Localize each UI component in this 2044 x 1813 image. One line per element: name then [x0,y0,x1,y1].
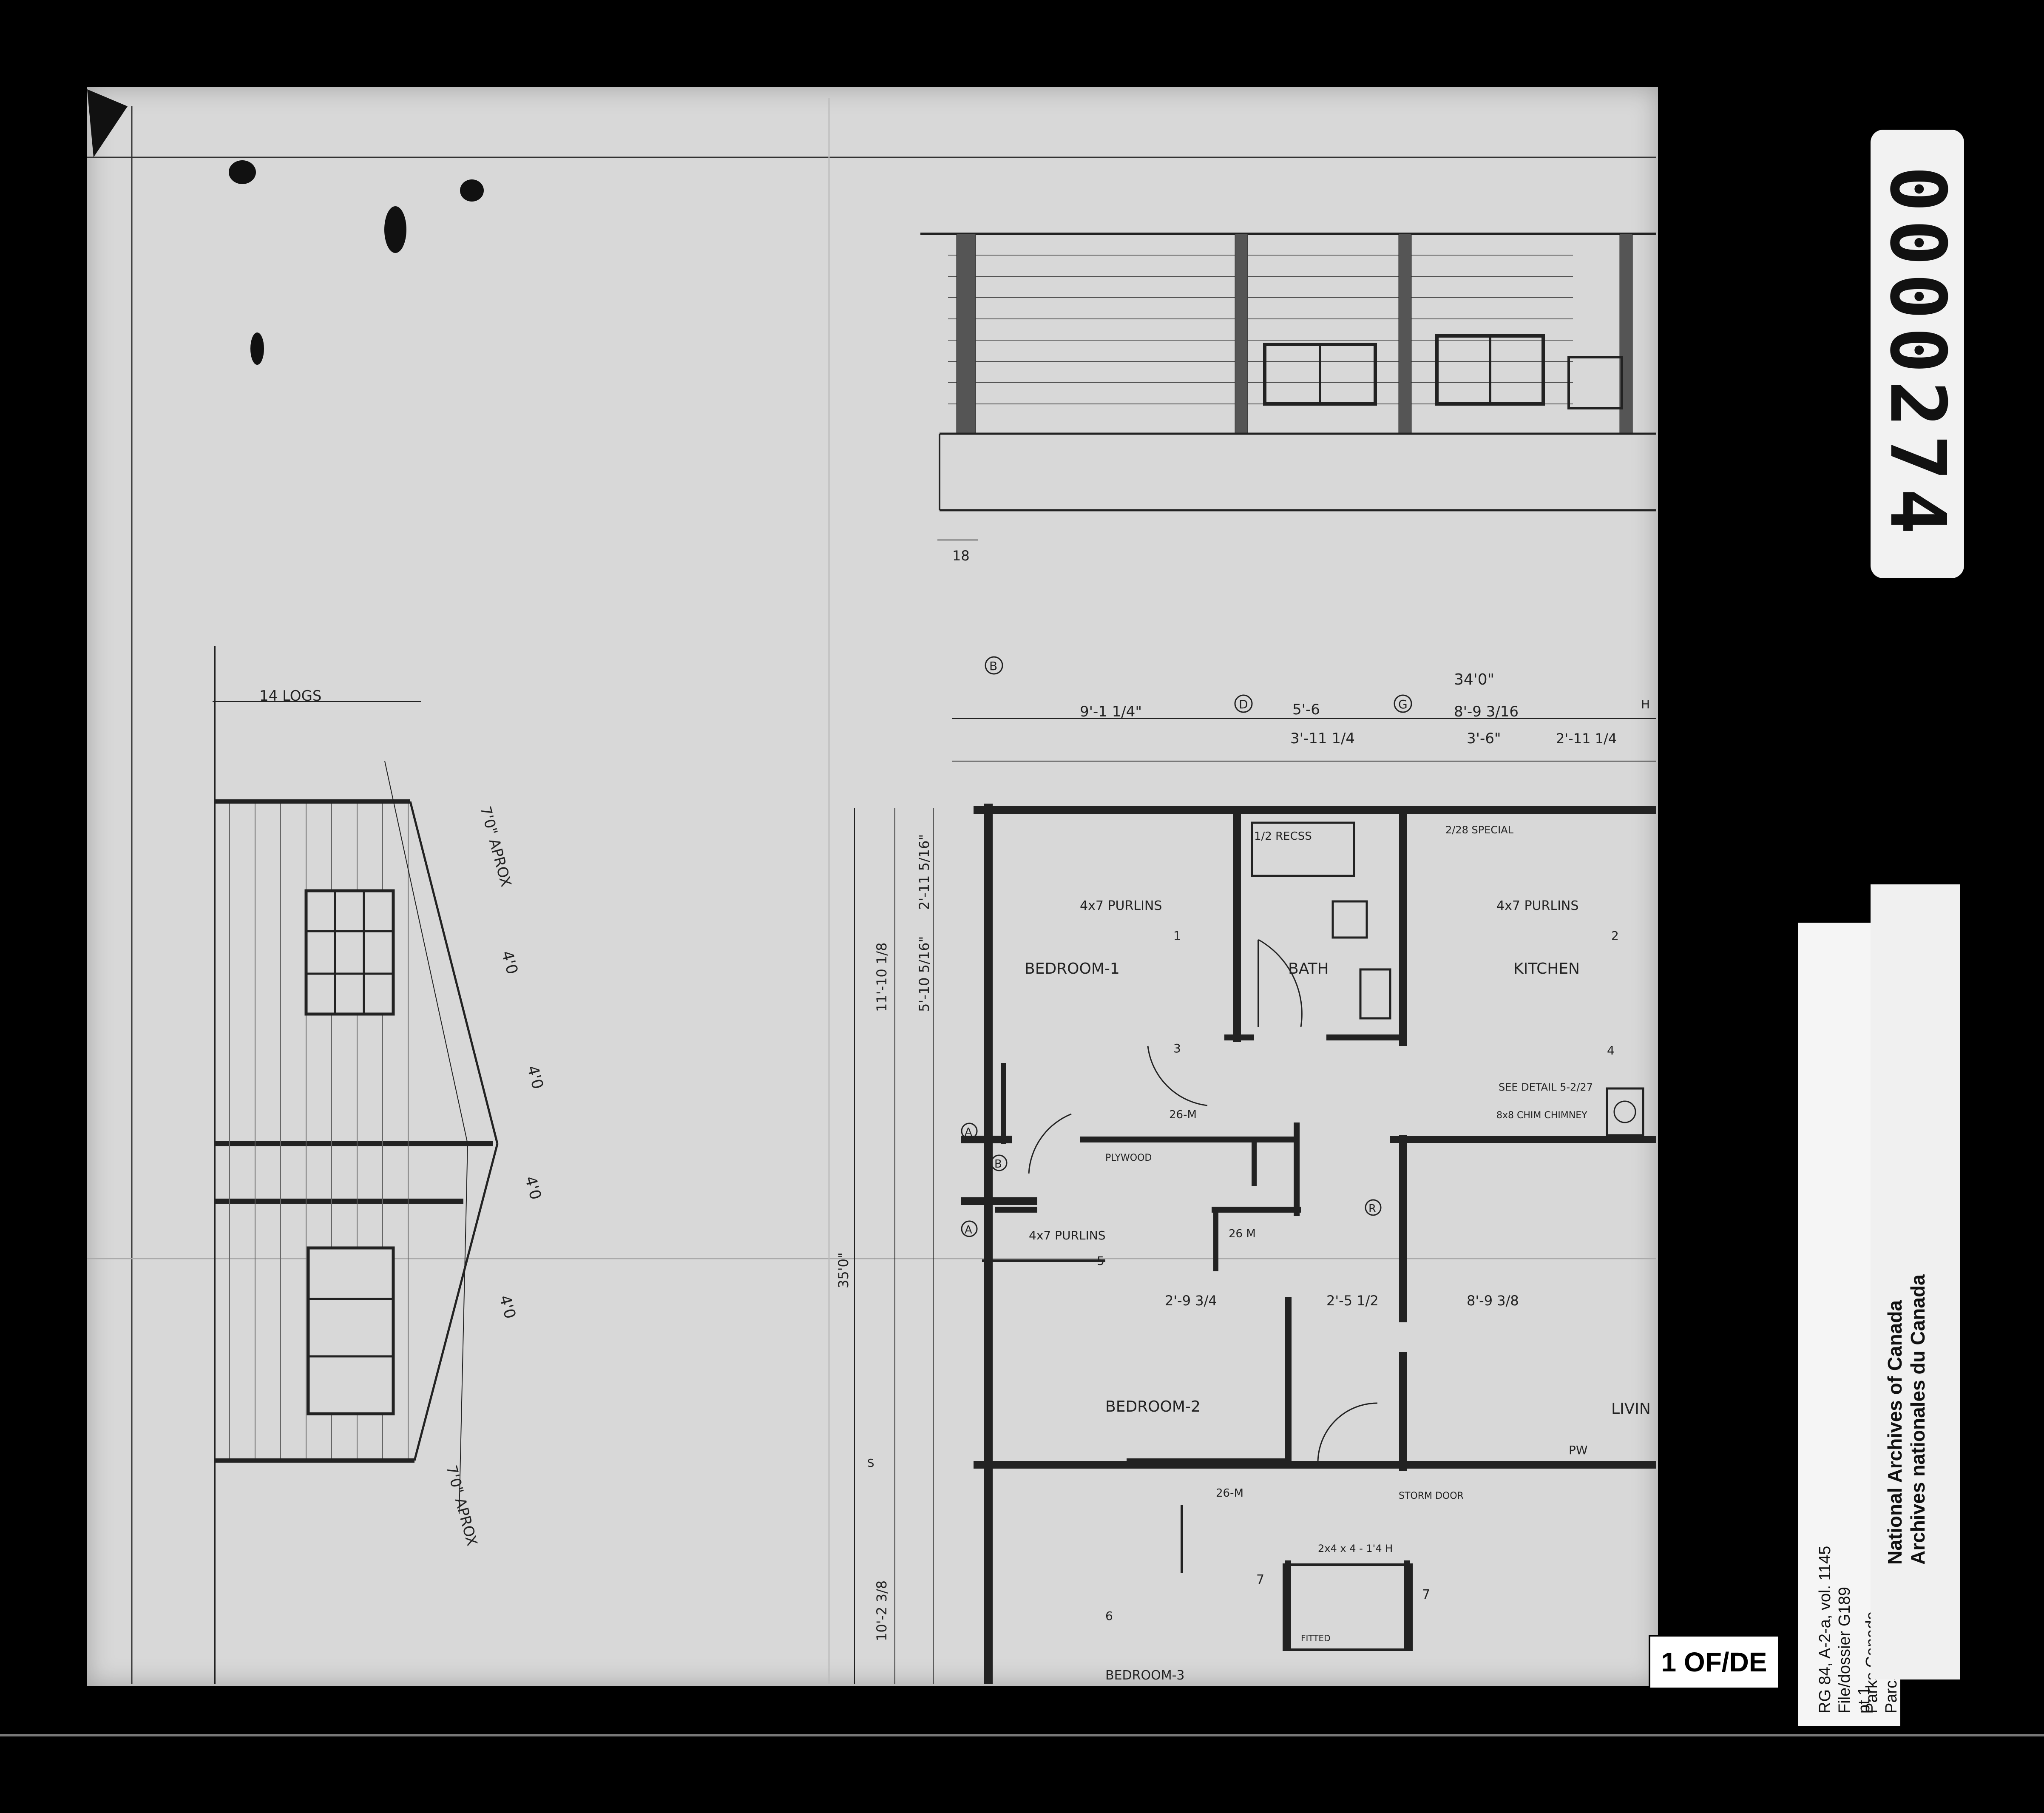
room-bedroom-3: BEDROOM-3 [1105,1668,1185,1683]
plan-dim-m: 8'-9 3/8 [1467,1293,1519,1309]
note-door-b: 26 M [1229,1228,1256,1240]
plan-dim-a: 9'-1 1/4" [1080,703,1142,720]
gable-logs-label: 14 LOGS [259,688,322,705]
grid-mark-2: 2 [1611,929,1619,943]
frame-tag: 1 OF/DE [1649,1635,1780,1689]
grid-mark-d: D [1239,697,1248,711]
gable-dim-3: 4'0 [523,1064,546,1091]
plan-dim-n: 2'-5 1/2 [1326,1293,1379,1309]
frame-counter: 0000274 [1871,130,1964,578]
frame-bottom-line [0,1734,2044,1736]
archive-line-1: National Archives of Canada [1884,1300,1906,1565]
plan-dim-e: 3'-6" [1467,730,1501,747]
reference-line-2: File/dossier G189 [1836,1587,1854,1714]
room-bedroom-1: BEDROOM-1 [1025,960,1120,978]
plan-dim-k: 10'-2 3/8 [874,1580,890,1641]
grid-mark-r: R [1368,1202,1376,1215]
plan-dim-b: 5'-6 [1292,701,1320,718]
note-special: 2/28 SPECIAL [1445,824,1514,836]
grid-mark-6: 6 [1105,1609,1113,1623]
frame-counter-value: 0000274 [1873,166,1962,542]
grid-mark-3: 3 [1173,1041,1181,1055]
note-chimney: 8x8 CHIM CHIMNEY [1496,1110,1587,1121]
plan-dim-d: 3'-11 1/4 [1290,730,1355,747]
note-pw: PW [1569,1443,1588,1457]
room-living: LIVIN [1611,1400,1651,1418]
grid-mark-4: 4 [1607,1043,1615,1057]
frame-tag-text: 1 OF/DE [1661,1647,1767,1677]
grid-mark-7-left: 7 [1256,1572,1264,1587]
grid-mark-1: 1 [1173,929,1181,943]
note-purlins-1: 4x7 PURLINS [1080,898,1162,913]
grid-mark-s: S [867,1457,874,1470]
front-elevation: 18 [920,233,1656,564]
note-door-a: 26-M [1169,1108,1197,1121]
gable-dim-2: 4'0 [498,949,521,976]
note-beam: 2x4 x 4 - 1'4 H [1318,1543,1393,1554]
gable-dim-4: 4'0 [521,1174,544,1202]
grid-mark-5: 5 [1097,1254,1104,1268]
grid-mark-b: B [994,1158,1002,1171]
archive-label-text: National Archives of Canada Archives nat… [1883,1274,1929,1565]
plan-dim-c: 8'-9 3/16 [1454,703,1519,720]
grid-mark-b-top: B [989,659,997,673]
grid-mark-h: H [1641,697,1650,711]
plan-dim-f: 2'-11 1/4 [1556,730,1617,747]
note-door-c: 26-M [1216,1487,1243,1500]
reference-line-1: RG 84, A-2-a, vol. 1145 [1816,1546,1834,1714]
elevation-dim-18: 18 [952,548,970,564]
gable-elevation: 14 LOGS 7'0" APROX 4'0 4'0 4'0 4'0 7'0" … [213,646,546,1684]
blueprint-sheet [87,87,1658,1686]
gable-dim-1: 7'0" APROX [477,804,514,889]
plan-dim-overall: 34'0" [1454,671,1494,688]
archive-line-2: Archives nationales du Canada [1907,1274,1929,1565]
grid-mark-a: A [965,1126,972,1139]
floor-plan-labels: 34'0" 9'-1 1/4" 5'-6 8'-9 3/16 3'-11 1/4… [835,659,1651,1683]
plan-dim-h: 5'-10 5/16" [916,936,932,1012]
note-plywood: PLYWOOD [1105,1153,1152,1163]
room-kitchen: KITCHEN [1513,960,1580,978]
gable-dim-5: 4'0 [496,1293,519,1321]
note-purlins-2: 4x7 PURLINS [1496,898,1578,913]
note-recess: 1/2 RECSS [1254,830,1312,843]
grid-mark-7-right: 7 [1422,1587,1430,1602]
note-purlins-3: 4x7 PURLINS [1029,1228,1106,1242]
room-bath: BATH [1288,960,1329,978]
ink-blots [87,89,484,365]
floor-plan [854,656,1656,1684]
archive-label: National Archives of Canada Archives nat… [1871,884,1960,1679]
gable-dim-6: 7'0" APROX [443,1463,480,1548]
room-bedroom-2: BEDROOM-2 [1105,1398,1201,1415]
plan-dim-i: 2'-11 5/16" [916,834,932,910]
grid-mark-g: G [1398,697,1408,711]
grid-mark-a-2: A [965,1224,972,1236]
note-storm: STORM DOOR [1399,1491,1464,1501]
note-fitted: FITTED [1301,1633,1331,1643]
plan-dim-l: 2'-9 3/4 [1165,1293,1217,1309]
plan-dim-g: 11'-10 1/8 [874,943,890,1012]
plan-dim-j: 35'0" [835,1252,852,1288]
note-detail: SEE DETAIL 5-2/27 [1499,1081,1593,1093]
